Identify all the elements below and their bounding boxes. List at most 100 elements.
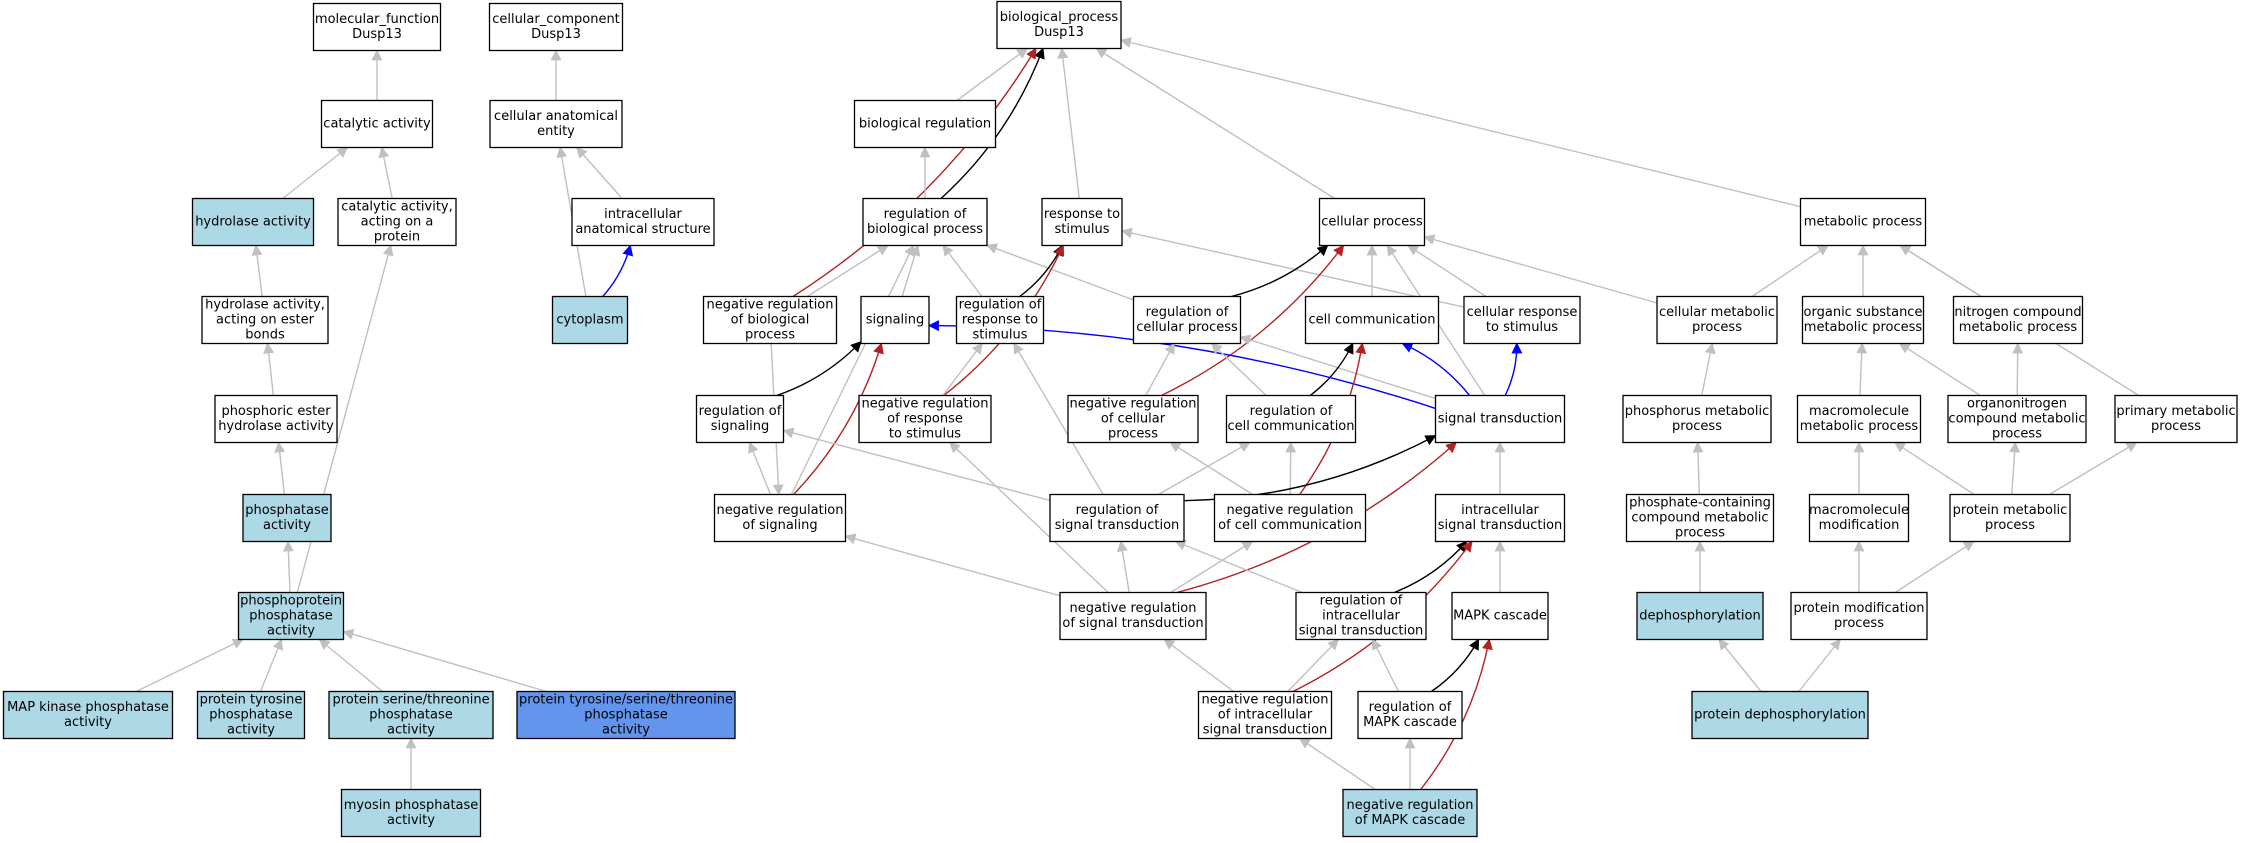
edge-is-a-hydrolase-to-catalytic xyxy=(282,146,349,200)
go-term-label: signal transduction xyxy=(1055,518,1180,533)
go-term-label: signal transduction xyxy=(1438,412,1563,427)
edge-is-a-ias-to-cae xyxy=(576,146,623,199)
go-term-label: of signaling xyxy=(742,518,817,533)
edge-is-a-regmapk-to-regintrasig xyxy=(1371,638,1400,692)
go-term-label: signal transduction xyxy=(1438,518,1563,533)
edge-is-a-regsigtrans-to-regsig xyxy=(782,427,1051,502)
edge-negatively-regulates-negregsig-to-signaling xyxy=(793,342,884,495)
go-term-label: phosphatase xyxy=(249,609,333,624)
go-term-label: activity xyxy=(263,518,311,533)
go-term-label: stimulus xyxy=(1054,222,1109,237)
edge-regulates-cytoplasm-to-ias xyxy=(602,244,634,297)
edge-is-a-pstp-to-phosprot xyxy=(318,638,383,693)
go-term-label: phosphatase xyxy=(584,708,668,723)
go-term-box xyxy=(1790,591,1928,641)
go-term-label: metabolic process xyxy=(1804,320,1923,335)
go-term-label: intracellular xyxy=(1322,609,1400,624)
edge-is-a-phoscont-to-phosmetab xyxy=(1692,441,1704,495)
edge-is-a-macromol-to-orgsub xyxy=(1856,342,1868,396)
go-term-label: signaling xyxy=(711,419,770,434)
go-term-label: phosphate-containing xyxy=(1629,496,1771,511)
go-term-label: MAPK cascade xyxy=(1363,715,1457,730)
go-term-label: phosphatase xyxy=(369,708,453,723)
go-term-label: process xyxy=(2151,419,2201,434)
go-term-label: process xyxy=(1675,526,1725,541)
go-term-label: of biological xyxy=(731,313,810,328)
go-term-box xyxy=(340,788,482,838)
go-term-box xyxy=(1225,394,1357,444)
go-term-box xyxy=(860,295,930,345)
go-term-label: entity xyxy=(537,124,575,139)
edge-is-a-regsigtrans-to-regcellcomm xyxy=(1157,441,1251,496)
edge-is-a-protdephos-to-protmod xyxy=(1798,638,1841,692)
edge-is-a-signaling-to-regbp xyxy=(901,244,921,297)
edge-is-a-phosprot-to-phosphatase xyxy=(282,540,294,593)
go-term-node-mapk: MAPK cascade xyxy=(1451,591,1549,641)
go-term-box xyxy=(1656,295,1778,345)
go-term-box xyxy=(1434,493,1566,543)
go-term-box xyxy=(2,690,174,740)
go-term-label: negative regulation xyxy=(1069,397,1196,412)
go-term-box xyxy=(1451,591,1549,641)
go-term-box xyxy=(551,295,629,345)
go-term-label: activity xyxy=(227,723,275,738)
go-term-box xyxy=(337,197,457,247)
go-term-label: activity xyxy=(387,813,435,828)
edge-is-a-protmetab-to-primary xyxy=(2049,441,2138,496)
edge-is-a-protmetab-to-organonit xyxy=(2009,441,2021,495)
go-term-node-signaling: signaling xyxy=(860,295,930,345)
go-term-label: organonitrogen xyxy=(1967,397,2067,412)
go-term-label: intracellular xyxy=(604,207,682,222)
go-term-label: protein modification xyxy=(1793,601,1924,616)
go-term-box xyxy=(1067,394,1199,444)
go-term-node-protdephos: protein dephosphorylation xyxy=(1691,690,1869,740)
go-term-label: signal transduction xyxy=(1299,624,1424,639)
go-term-label: regulation of xyxy=(1369,700,1452,715)
edge-part-of-regmapk-to-mapk xyxy=(1431,638,1480,693)
go-term-label: compound metabolic xyxy=(1948,412,2085,427)
go-term-box xyxy=(695,394,785,444)
go-term-label: molecular_function xyxy=(315,12,439,27)
go-term-label: anatomical structure xyxy=(575,222,710,237)
go-term-label: protein tyrosine/serine/threonine xyxy=(519,693,733,708)
go-term-label: of cellular xyxy=(1101,412,1166,427)
go-term-label: protein xyxy=(374,230,420,245)
edge-is-a-phosphatase-to-phos_ester xyxy=(274,441,286,495)
go-term-label: metabolic process xyxy=(1804,215,1923,230)
go-term-node-bioreg: biological regulation xyxy=(853,99,997,149)
go-term-label: macromolecule xyxy=(1809,503,1909,518)
go-term-box xyxy=(237,591,345,641)
go-term-box xyxy=(191,197,315,247)
edge-regulates-sigtrans-to-cellresp xyxy=(1504,342,1523,396)
edge-is-a-organonit-to-nitrogen xyxy=(2012,342,2024,396)
go-term-label: protein dephosphorylation xyxy=(1694,708,1866,723)
edge-part-of-regcellcomm-to-cellcomm xyxy=(1309,342,1354,397)
go-term-label: negative regulation xyxy=(1069,601,1196,616)
go-term-box xyxy=(858,394,992,444)
edge-is-a-regcellcomm-to-regcell xyxy=(1210,342,1267,397)
go-term-node-ptstp: protein tyrosine/serine/threoninephospha… xyxy=(516,690,736,740)
go-term-box xyxy=(1342,788,1478,838)
go-term-label: of MAPK cascade xyxy=(1355,813,1466,828)
go-term-label: compound metabolic xyxy=(1631,511,1768,526)
go-term-label: cellular process xyxy=(1321,215,1423,230)
edge-is-a-negregcellcomm-to-regcellcomm xyxy=(1285,441,1297,495)
go-term-label: cellular response xyxy=(1467,305,1578,320)
go-term-node-catalytic: catalytic activity xyxy=(320,99,434,149)
